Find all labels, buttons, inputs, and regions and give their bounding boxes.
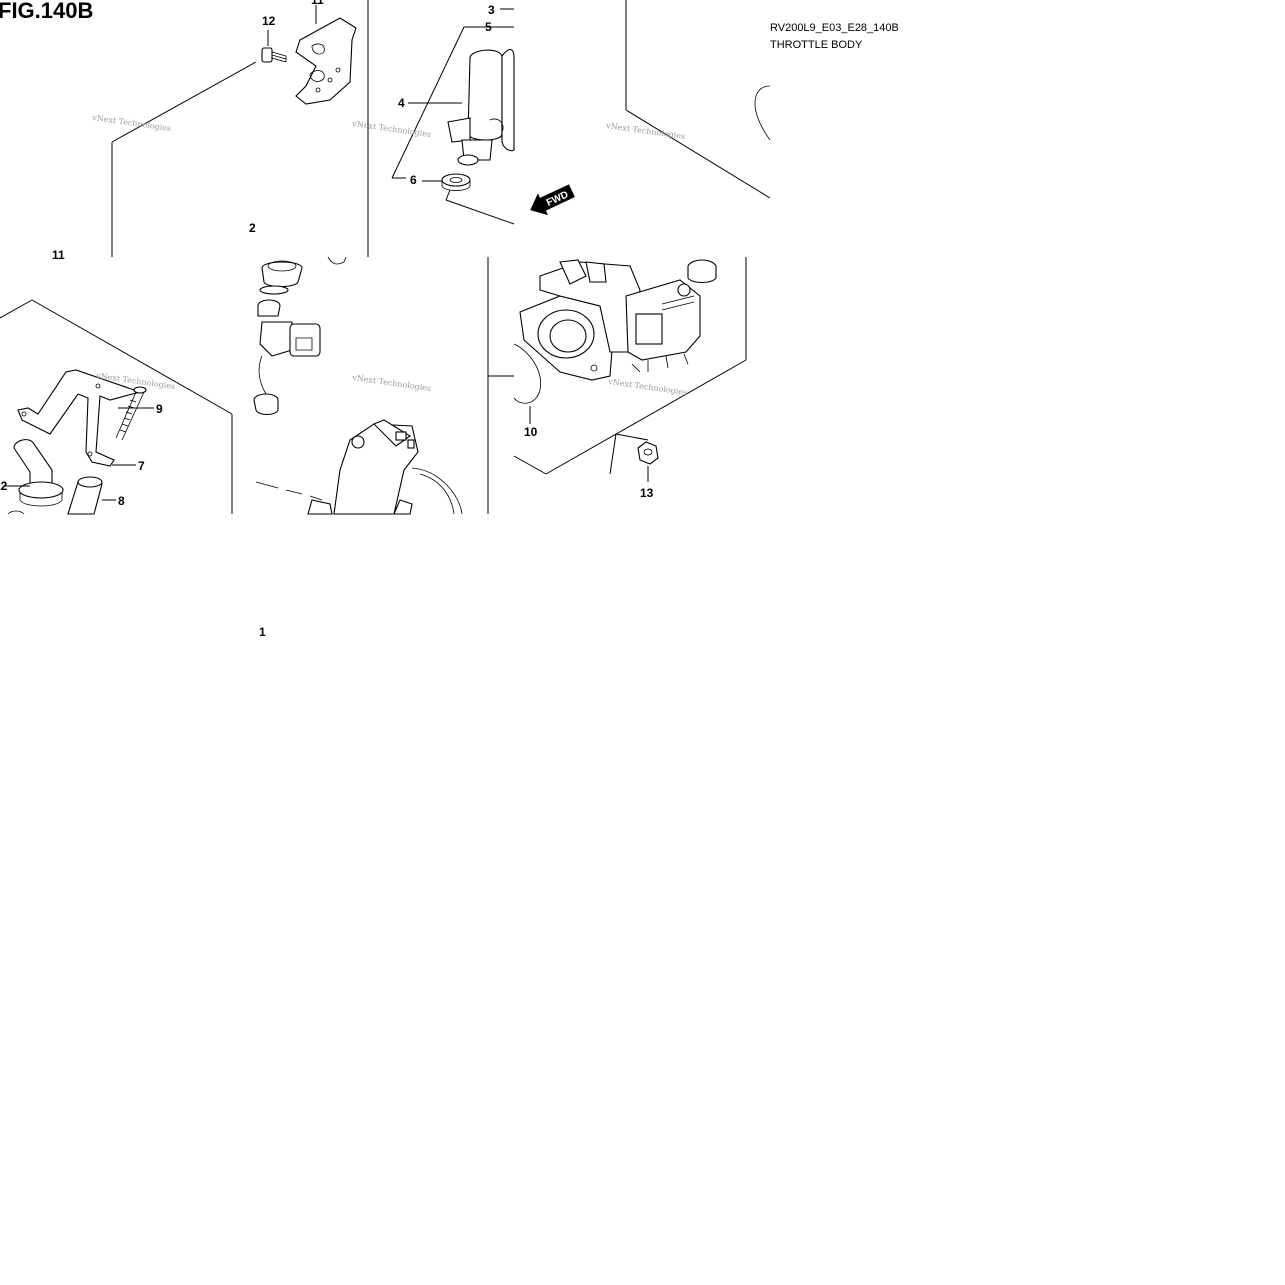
callout-10: 10 xyxy=(524,425,538,439)
callout-12-upper: 12 xyxy=(262,14,276,28)
tile-top-middle: FWD vNext Technologies xyxy=(351,8,575,225)
tile-center: vNext Technologies xyxy=(253,256,489,515)
callout-11-upper: 11 xyxy=(311,0,324,7)
callout-13: 13 xyxy=(640,486,654,500)
tile-top-left: vNext Technologies xyxy=(91,0,369,257)
callout-2: 2 xyxy=(249,221,256,235)
tile-middle-right: vNext Technologies xyxy=(488,257,747,482)
sensor-connector xyxy=(257,299,321,357)
callout-12-lower: 12 xyxy=(0,479,8,493)
hose-elbow xyxy=(13,439,64,507)
callout-6: 6 xyxy=(410,173,417,187)
figure-code: RV200L9_E03_E28_140B xyxy=(770,22,899,34)
nut xyxy=(637,441,659,465)
hose-straight xyxy=(67,476,103,515)
forward-label: FWD xyxy=(545,189,570,209)
throttle-body-lower xyxy=(307,419,463,515)
callout-7: 7 xyxy=(138,459,145,473)
sensor-plug xyxy=(253,393,279,416)
callout-3: 3 xyxy=(488,3,495,17)
o-ring-large xyxy=(513,343,542,404)
watermark-3: vNext Technologies xyxy=(605,121,686,141)
tile-middle-left: vNext Technologies xyxy=(0,299,233,515)
callout-4: 4 xyxy=(398,96,405,110)
forward-direction-arrow: FWD xyxy=(530,184,575,216)
bolt-upper xyxy=(261,47,287,63)
callout-8: 8 xyxy=(118,494,125,508)
figure-name: THROTTLE BODY xyxy=(770,39,863,51)
callout-5: 5 xyxy=(485,20,492,34)
figure-title: FIG.140B xyxy=(0,0,93,23)
o-ring-small xyxy=(259,285,289,295)
watermark-6: vNext Technologies xyxy=(607,377,688,397)
fuel-injector xyxy=(447,48,515,166)
injector-seal xyxy=(441,173,471,191)
tile-top-right: vNext Technologies xyxy=(605,0,771,199)
callout-11-lower: 11 xyxy=(52,248,65,262)
mounting-bracket-lower xyxy=(17,369,142,467)
throttle-body-upper xyxy=(519,259,717,381)
watermark-5: vNext Technologies xyxy=(351,373,432,393)
sensor-cap xyxy=(261,260,303,288)
callout-9: 9 xyxy=(156,402,163,416)
mounting-bracket-upper xyxy=(295,17,357,105)
callout-1: 1 xyxy=(259,625,266,639)
long-screw xyxy=(115,386,147,441)
watermark-2: vNext Technologies xyxy=(351,119,432,139)
